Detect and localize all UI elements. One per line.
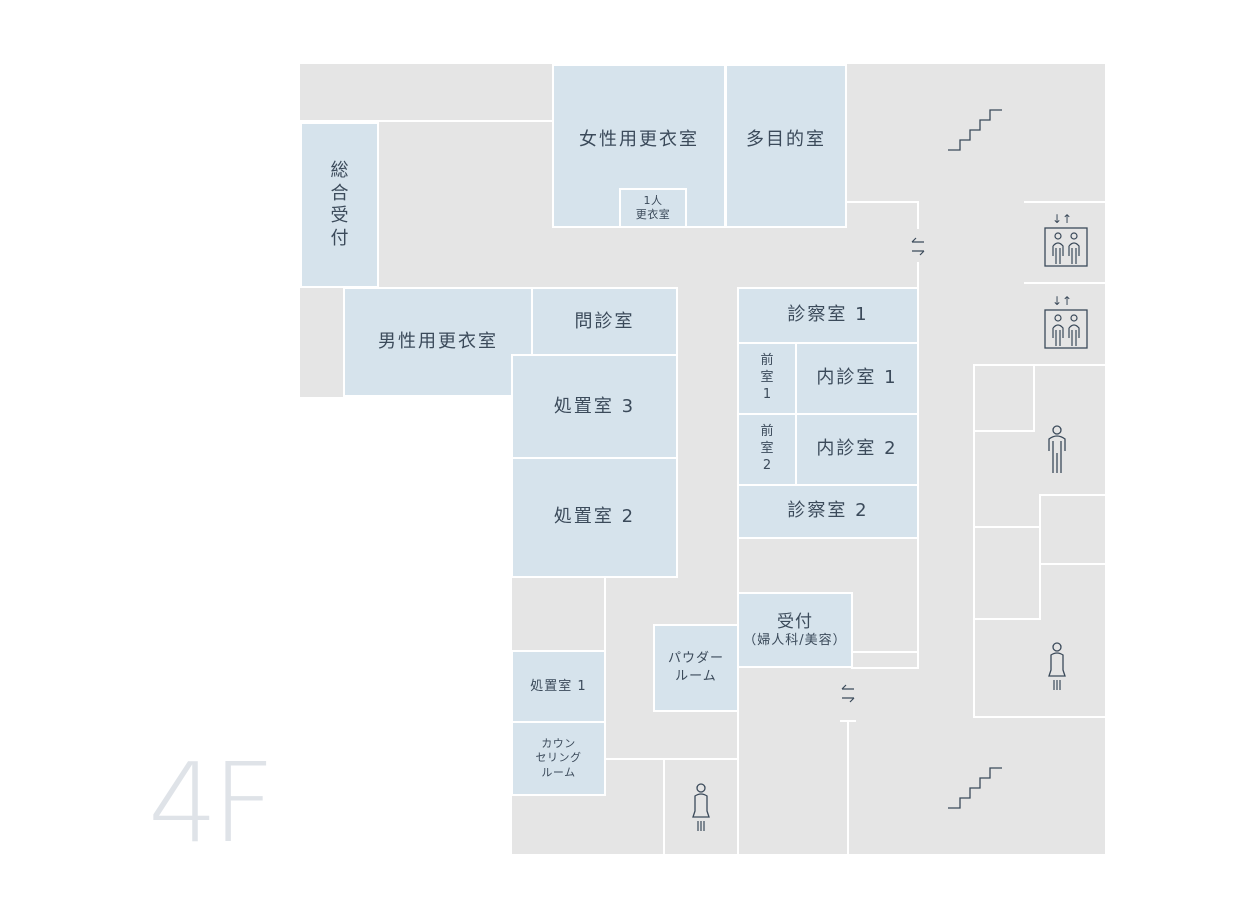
elevator-icon: ↓↑	[1044, 212, 1088, 267]
room-exam-2[interactable]: 診察室 2	[737, 484, 919, 539]
male-restroom-icon	[1048, 425, 1066, 473]
room-label: 問診室	[574, 310, 635, 332]
wall-line	[847, 720, 849, 854]
room-label: 処置室 2	[553, 506, 636, 528]
room-exam-1[interactable]: 診察室 1	[737, 287, 919, 344]
svg-text:↓↑: ↓↑	[1052, 212, 1072, 226]
room-general-reception[interactable]: 総 合 受 付	[300, 122, 379, 288]
wall-line	[840, 720, 856, 722]
room-label: 前 室 2	[760, 424, 774, 473]
room-label: 前 室 1	[760, 353, 774, 402]
room-interview[interactable]: 問診室	[531, 287, 678, 357]
wall-line	[1039, 494, 1041, 618]
door-arrow-icon	[911, 237, 925, 256]
room-inner-exam-2[interactable]: 内診室 2	[795, 413, 919, 486]
room-label: 1人 更衣室	[635, 193, 671, 221]
room-treatment-3[interactable]: 処置室 3	[511, 354, 678, 460]
room-label: 多目的室	[746, 129, 826, 150]
wall-line	[851, 667, 919, 669]
wall-line	[737, 538, 739, 594]
room-multipurpose[interactable]: 多目的室	[725, 64, 847, 228]
wall-line	[973, 430, 1035, 432]
wall-line	[737, 712, 739, 760]
wall-line	[851, 651, 919, 653]
wall-line	[973, 618, 1041, 620]
svg-text:↓↑: ↓↑	[1052, 294, 1072, 308]
wall-line	[1039, 563, 1105, 565]
wall-line	[973, 364, 1105, 366]
room-treatment-1[interactable]: 処置室 1	[511, 650, 606, 723]
wall-line	[604, 758, 738, 760]
room-label: 診察室 2	[787, 500, 869, 522]
room-inner-exam-1[interactable]: 内診室 1	[795, 342, 919, 415]
room-label: カウン セリング ルーム	[535, 737, 582, 779]
room-label: 処置室 1	[530, 678, 587, 694]
room-label: パウダー ルーム	[667, 651, 724, 684]
door-arrow-icon	[841, 684, 855, 703]
room-label: 総 合 受 付	[330, 160, 349, 249]
wall-line	[847, 201, 919, 203]
room-treatment-2[interactable]: 処置室 2	[511, 457, 678, 578]
wall-line	[1039, 494, 1105, 496]
reception-sub-label: （婦人科/美容）	[743, 632, 847, 648]
room-reception-gyn[interactable]: 受付 （婦人科/美容）	[737, 592, 853, 668]
room-label: 診察室 1	[787, 304, 869, 326]
room-anteroom-2[interactable]: 前 室 2	[737, 413, 797, 486]
floor-label: 4F	[148, 739, 275, 867]
female-restroom-icon	[692, 783, 710, 831]
wall-line	[300, 120, 553, 122]
room-label: 処置室 3	[553, 395, 636, 417]
room-label: 受付 （婦人科/美容）	[743, 591, 846, 669]
room-label: 男性用更衣室	[378, 330, 498, 352]
wall-line	[1024, 282, 1105, 284]
room-mens-changing[interactable]: 男性用更衣室	[343, 287, 533, 397]
wall-line	[917, 201, 919, 229]
reception-main-label: 受付	[776, 611, 813, 632]
wall-line	[1024, 201, 1105, 203]
room-label: 内診室 1	[816, 367, 898, 389]
room-label: 女性用更衣室	[579, 129, 699, 150]
room-single-changing[interactable]: 1人 更衣室	[619, 188, 687, 228]
stairs-icon	[948, 767, 1002, 809]
room-counseling[interactable]: カウン セリング ルーム	[511, 721, 606, 796]
room-label: 内診室 2	[816, 438, 898, 460]
female-restroom-icon	[1048, 642, 1066, 690]
room-anteroom-1[interactable]: 前 室 1	[737, 342, 797, 415]
elevator-icon: ↓↑	[1044, 294, 1088, 349]
wall-line	[1033, 364, 1035, 432]
wall-line	[663, 758, 665, 854]
wall-line	[973, 716, 1105, 718]
wall-line	[973, 526, 1041, 528]
wall-line	[737, 758, 739, 854]
wall-line	[604, 578, 606, 652]
stairs-icon	[948, 109, 1002, 151]
wall-line	[973, 364, 975, 718]
wall-line	[917, 262, 919, 669]
room-powder[interactable]: パウダー ルーム	[653, 624, 739, 712]
